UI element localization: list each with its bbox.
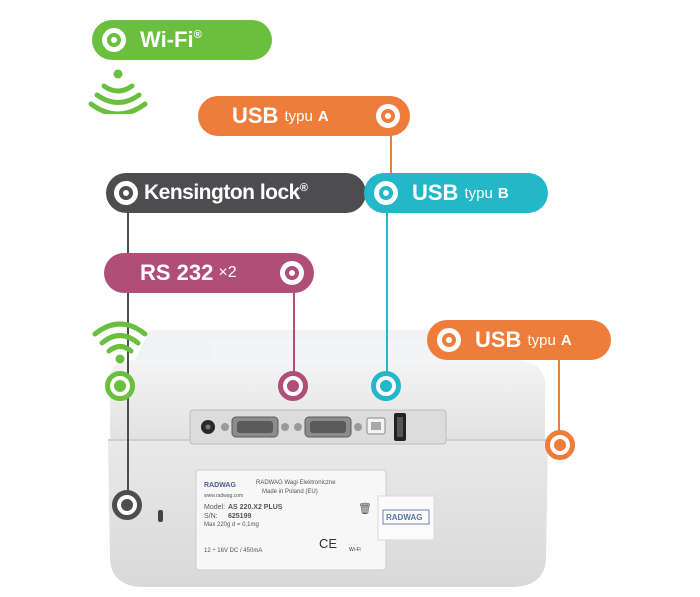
usb-a-right-pill: [data-name="usb-a-right-ring-icon"]::aft… xyxy=(427,320,611,360)
usb-a-top-label: USB xyxy=(232,103,279,128)
wifi-pill: [data-name="wifi-ring-icon"]::after{bord… xyxy=(92,20,272,60)
label-company: RADWAG Wagi Elektroniczne xyxy=(256,480,336,486)
marker-rs232-icon: [data-name="marker-rs232-icon"]::after{b… xyxy=(278,371,308,401)
kensington-slot xyxy=(158,510,163,522)
line-usb-a-right xyxy=(558,358,560,430)
rs232-label: RS 232 xyxy=(140,260,214,285)
label-brand: RADWAG xyxy=(204,482,236,489)
wifi-reg-mark: ® xyxy=(193,29,202,41)
label-model-key: Model: xyxy=(204,504,226,511)
usb-a-top-typu: typu xyxy=(284,107,313,125)
line-usb-a-top xyxy=(390,135,392,177)
usb-a-right-ring-icon: [data-name="usb-a-right-ring-icon"]::aft… xyxy=(437,328,461,352)
usb-a-top-ring-icon: [data-name="usb-a-top-ring-icon"]::after… xyxy=(376,104,400,128)
kensington-pill: [data-name="kensington-ring-icon"]::afte… xyxy=(106,173,366,213)
marker-kensington-icon: [data-name="marker-kensington-icon"]::af… xyxy=(112,490,142,520)
logo-sticker xyxy=(377,495,435,541)
wifi-signal-icon xyxy=(88,69,148,114)
kensington-label: Kensington lock xyxy=(144,181,300,204)
wifi-ring-icon: [data-name="wifi-ring-icon"]::after{bord… xyxy=(102,28,126,52)
marker-usb-a-icon: [data-name="marker-usb-a-icon"]::after{b… xyxy=(545,430,575,460)
label-sn-value: 625199 xyxy=(228,513,252,520)
usb-a-right-label: USB xyxy=(475,327,522,352)
label-ce-mark: CE xyxy=(319,536,338,551)
label-made-in: Made in Poland (EU) xyxy=(262,489,318,495)
rs232-multiplier: ×2 xyxy=(218,264,237,281)
usb-a-right-typu: typu xyxy=(527,331,556,349)
usb-a-top-letter: A xyxy=(317,107,329,125)
kensington-ring-icon: [data-name="kensington-ring-icon"]::afte… xyxy=(114,181,138,205)
line-rs232 xyxy=(293,290,295,372)
usb-b-label: USB xyxy=(412,180,459,205)
label-weee-icon: 🗑 xyxy=(358,503,372,515)
usb-b-ring-icon: [data-name="usb-b-ring-icon"]::after{bor… xyxy=(374,181,398,205)
label-wifi-mark: Wi-Fi xyxy=(349,547,361,553)
line-usb-b xyxy=(386,212,388,372)
label-power: 12 ÷ 16V DC / 450mA xyxy=(204,548,263,554)
wifi-signal-device-icon xyxy=(92,321,148,364)
rs232-ring-icon: [data-name="rs232-ring-icon"]::after{bor… xyxy=(280,261,304,285)
kensington-reg-mark: ® xyxy=(299,182,308,194)
label-model-value: AS 220.X2 PLUS xyxy=(228,504,283,511)
label-website: www.radwag.com xyxy=(204,493,244,499)
usb-a-top-pill: USB typu A [data-name="usb-a-top-ring-ic… xyxy=(198,96,410,136)
wifi-label: Wi-Fi xyxy=(140,27,194,52)
marker-wifi-icon: [data-name="marker-wifi-icon"]::after{ba… xyxy=(105,371,135,401)
marker-usb-b-icon: [data-name="marker-usb-b-icon"]::after{b… xyxy=(371,371,401,401)
rs232-pill: RS 232 ×2 [data-name="rs232-ring-icon"]:… xyxy=(104,253,314,293)
label-d: d = 0,1mg xyxy=(232,522,259,528)
usb-b-letter: B xyxy=(497,184,509,202)
label-sn-key: S/N: xyxy=(204,513,218,520)
usb-b-pill: [data-name="usb-b-ring-icon"]::after{bor… xyxy=(364,173,548,213)
label-max: Max 220g xyxy=(204,522,231,528)
sticker-brand: RADWAG xyxy=(386,513,423,522)
usb-a-right-letter: A xyxy=(560,331,572,349)
line-kensington xyxy=(127,212,129,494)
usb-b-typu: typu xyxy=(464,184,493,202)
